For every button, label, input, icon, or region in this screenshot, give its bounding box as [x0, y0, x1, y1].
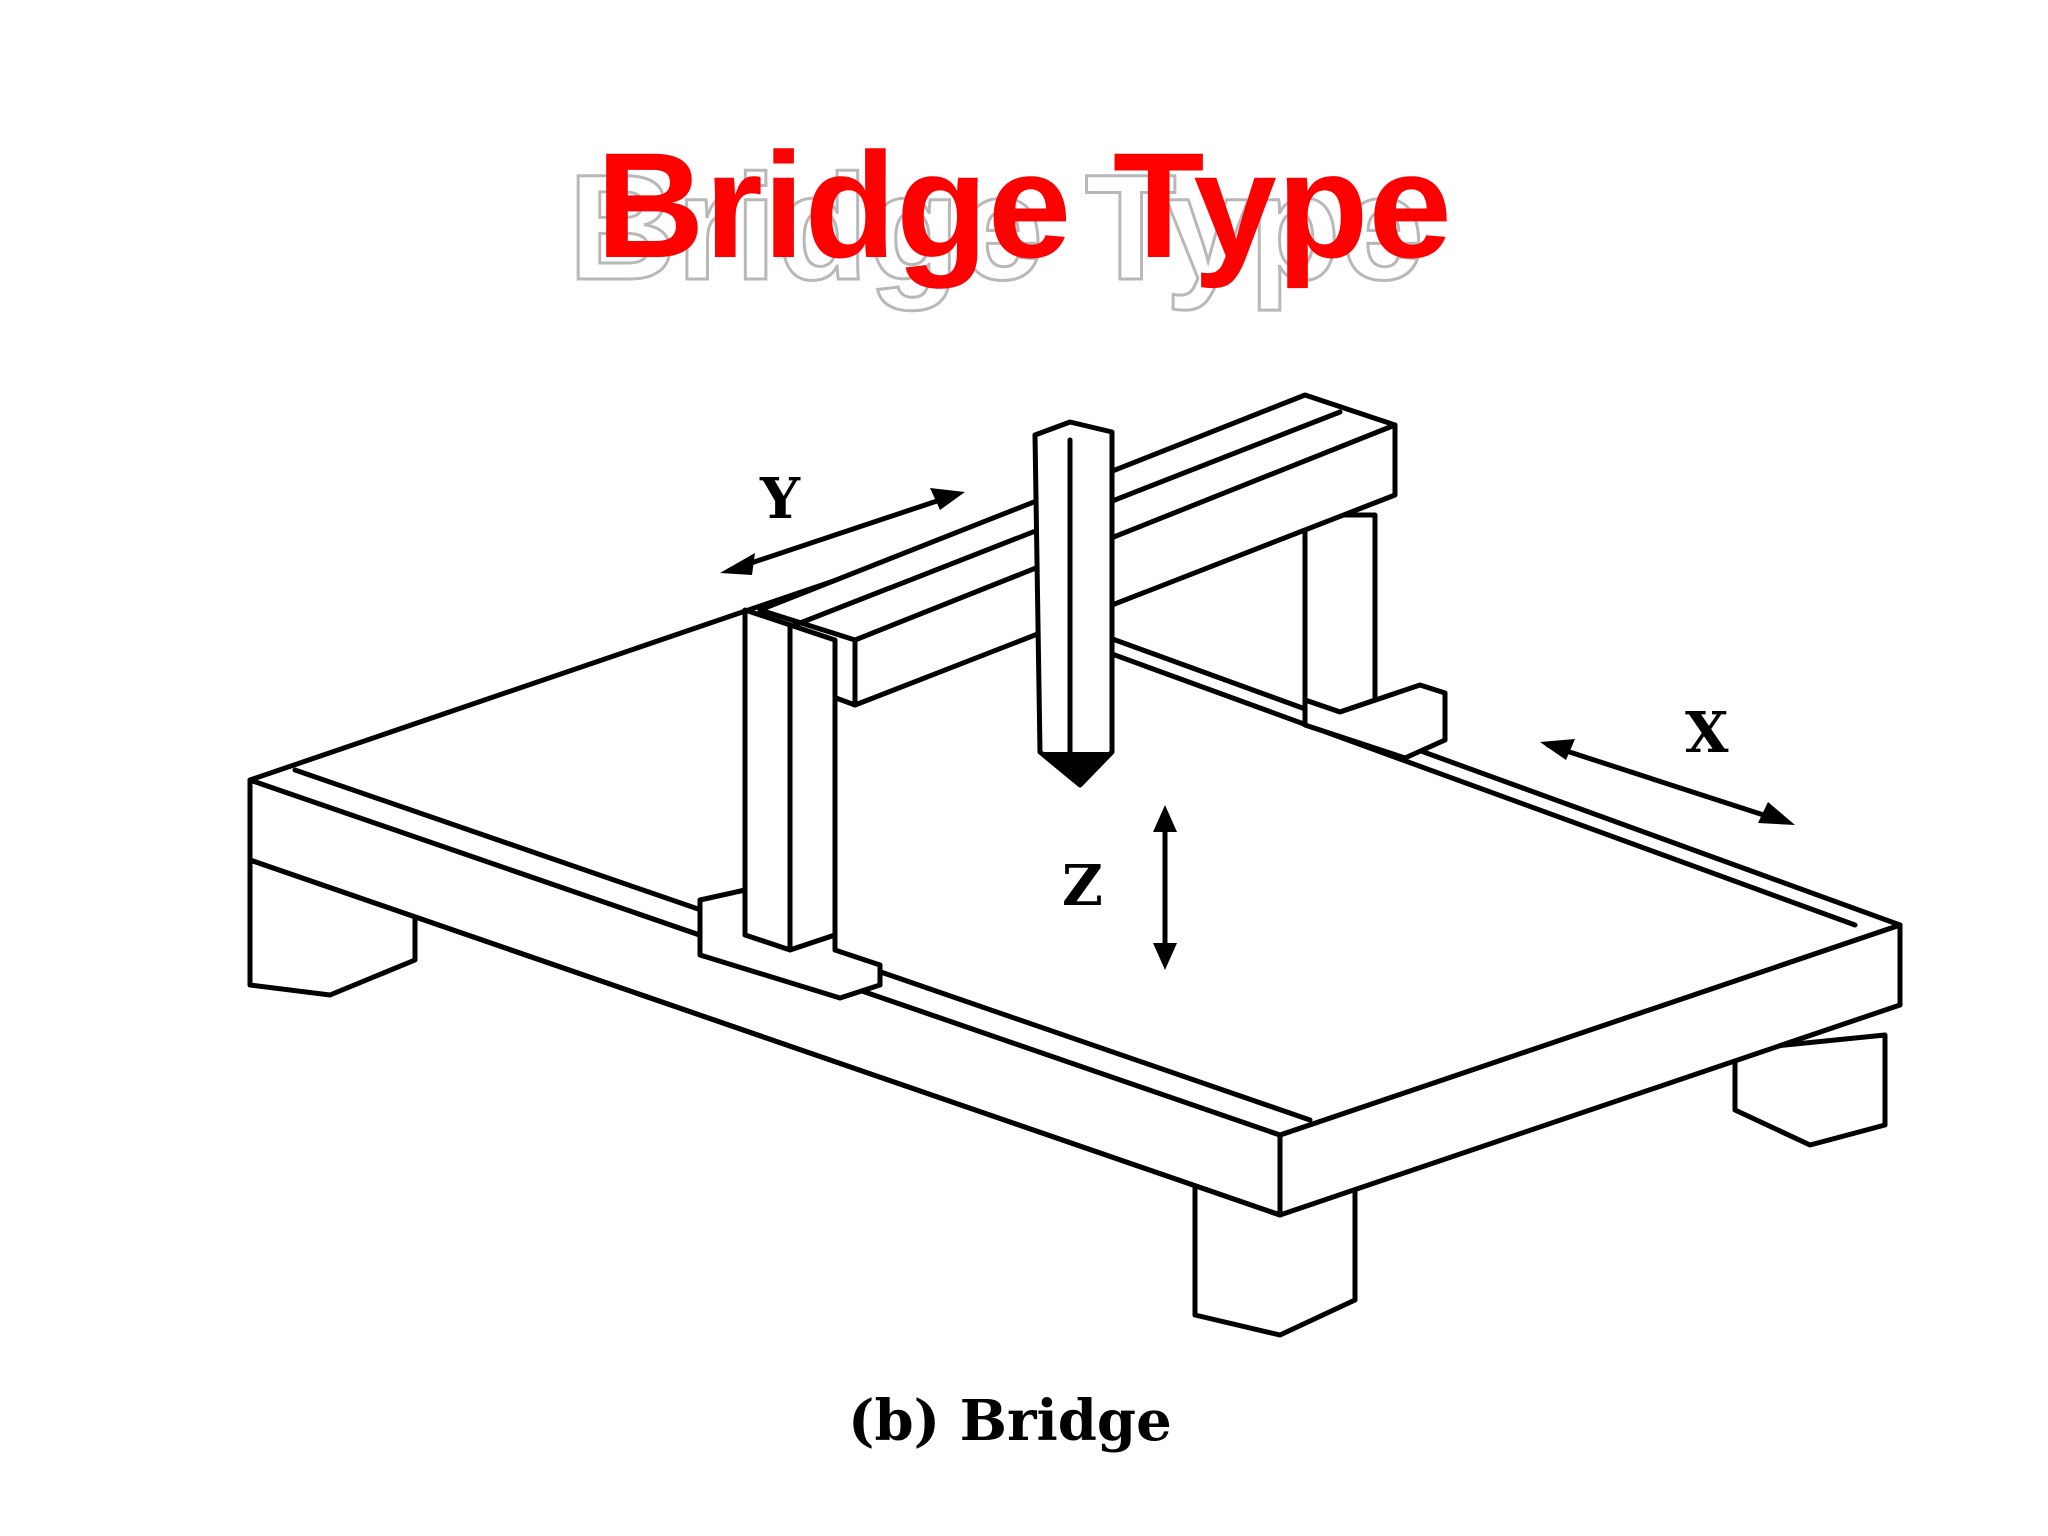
- diagram-caption: (b) Bridge: [848, 1388, 1172, 1454]
- z-axis-label: Z: [1062, 853, 1103, 919]
- page-title-shadow: Bridge Type: [567, 143, 1426, 311]
- table-rail-right: [1057, 632, 1858, 928]
- z-axis-arrow: [1153, 805, 1177, 970]
- bridge-carriage-front: [697, 887, 883, 1001]
- bridge-column-back: [1302, 512, 1378, 715]
- bridge-beam-edge: [757, 607, 858, 643]
- bridge-carriage-back: [1302, 682, 1448, 761]
- table-top: [247, 557, 1903, 1138]
- page-title: Bridge Type Bridge Type: [0, 130, 2048, 310]
- x-axis-arrow: [1540, 739, 1795, 825]
- table-leg-right: [1732, 1032, 1888, 1148]
- bridge-beam-edge-2: [852, 422, 1398, 643]
- x-axis-label: X: [1685, 700, 1729, 766]
- page-title-text: Bridge Type: [596, 121, 1452, 289]
- probe-tip: [1040, 752, 1112, 785]
- y-axis-arrow: [720, 488, 965, 575]
- probe-ram: [1032, 419, 1115, 788]
- y-axis-label: Y: [759, 466, 801, 532]
- table-front-lip: [247, 857, 1283, 1218]
